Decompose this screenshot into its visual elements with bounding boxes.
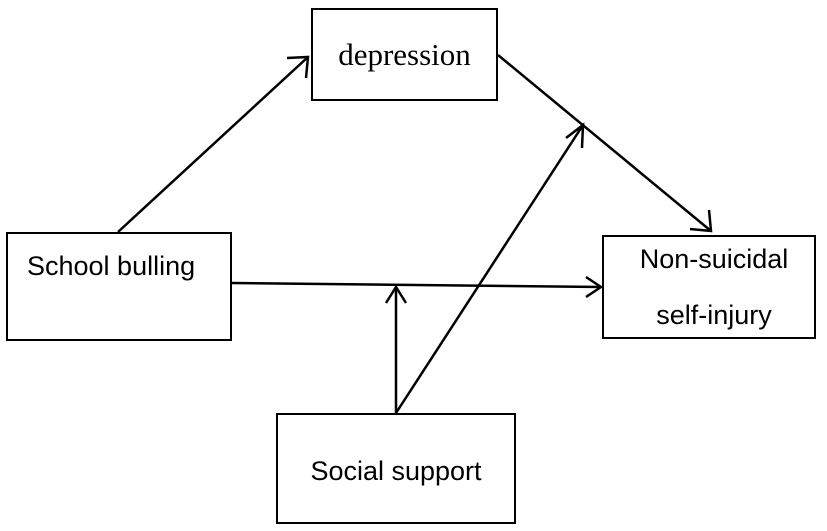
node-social-support-label: Social support bbox=[310, 456, 482, 486]
arrow-bullying-to-nssi bbox=[231, 281, 602, 289]
arrow-depression-to-nssi bbox=[497, 54, 712, 232]
arrowhead-depression-to-nssi bbox=[689, 209, 713, 233]
node-nssi-label-line1: Non-suicidal bbox=[639, 244, 789, 274]
arrow-support-to-mediated-path bbox=[394, 124, 585, 414]
node-school-bullying-label: School bulling bbox=[27, 251, 196, 281]
arrowhead-bullying-to-nssi bbox=[585, 275, 604, 299]
node-depression: depression bbox=[311, 8, 498, 101]
arrowhead-support-to-mediated-path bbox=[565, 122, 585, 149]
node-depression-label: depression bbox=[338, 36, 471, 72]
node-nssi: Non-suicidal self-injury bbox=[602, 235, 816, 339]
node-school-bullying: School bulling bbox=[6, 232, 232, 341]
arrowhead-bullying-to-depression bbox=[286, 55, 310, 79]
node-nssi-label-line2: self-injury bbox=[656, 300, 772, 330]
node-social-support: Social support bbox=[276, 413, 516, 524]
arrowhead-support-to-direct-path bbox=[384, 284, 408, 304]
arrow-bullying-to-depression bbox=[117, 56, 309, 233]
